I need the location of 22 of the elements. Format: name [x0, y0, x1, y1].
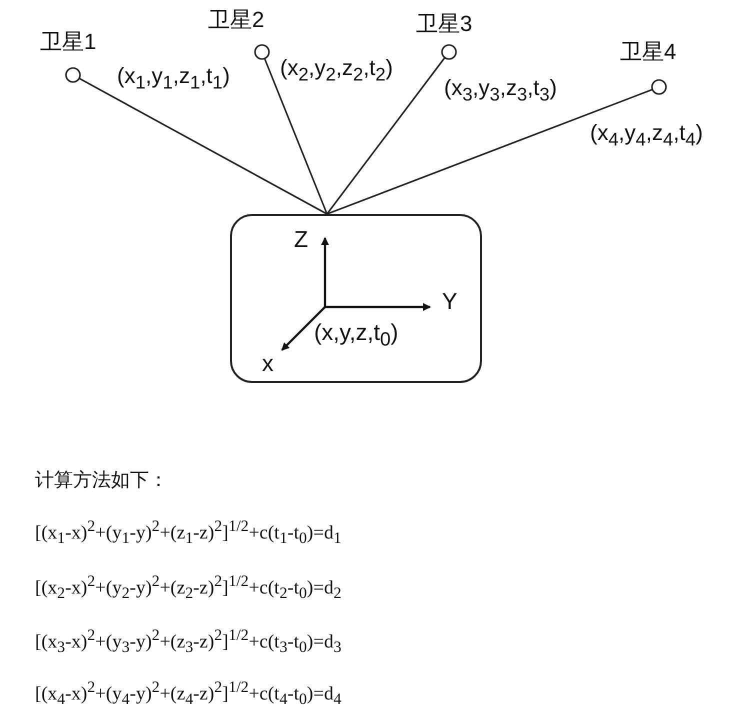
axis-label: Y: [442, 288, 458, 315]
connector-line: [326, 57, 446, 214]
connector-line: [78, 78, 328, 215]
coordinate-label: (x$_{3}$,y$_{3}$,z$_{3}$,t$_{3}$): [444, 76, 557, 106]
satellite-label: 卫星4: [620, 40, 676, 64]
coordinate-label: (x,y,z,t$_{0}$): [314, 319, 398, 352]
connector-line: [326, 88, 653, 215]
connector-line: [264, 58, 328, 214]
equation: [(x$_{4}$-x)$^{2}$+(y$_{4}$-y)$^{2}$+(z$_{4}$-z)$^{2}$]$^{1/2}$+c(t$_{4}$-t$_{0}$)=d$_{4}$: [35, 678, 342, 709]
coordinate-label: (x$_{2}$,y$_{2}$,z$_{2}$,t$_{2}$): [280, 56, 393, 86]
note-text: 计算方法如下：: [35, 470, 168, 492]
equation: [(x$_{2}$-x)$^{2}$+(y$_{2}$-y)$^{2}$+(z$_{2}$-z)$^{2}$]$^{1/2}$+c(t$_{2}$-t$_{0}$)=d$_{2}$: [35, 572, 342, 604]
coordinate-label: (x$_{1}$,y$_{1}$,z$_{1}$,t$_{1}$): [117, 64, 230, 94]
axis-label: x: [262, 350, 274, 377]
satellite-label: 卫星2: [208, 8, 264, 32]
coordinate-label: (x$_{4}$,y$_{4}$,z$_{4}$,t$_{4}$): [590, 121, 703, 152]
satellite-label: 卫星3: [416, 12, 472, 36]
equation: [(x$_{1}$-x)$^{2}$+(y$_{1}$-y)$^{2}$+(z$_{1}$-z)$^{2}$]$^{1/2}$+c(t$_{1}$-t$_{0}$)=d$_{1}$: [35, 517, 342, 550]
equation: [(x$_{3}$-x)$^{2}$+(y$_{3}$-y)$^{2}$+(z$_{3}$-z)$^{2}$]$^{1/2}$+c(t$_{3}$-t$_{0}$)=d$_{3}$: [35, 626, 342, 658]
satellite-label: 卫星1: [40, 30, 96, 54]
axis-label: Z: [294, 226, 308, 253]
receiver-box: [230, 214, 482, 383]
